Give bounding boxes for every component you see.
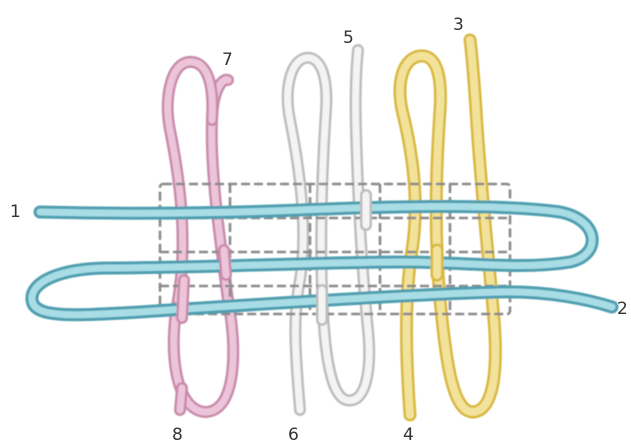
cord-label-5: 5 — [343, 28, 354, 48]
white-cord — [288, 50, 369, 410]
cord-label-6: 6 — [288, 425, 299, 445]
pink-cord — [168, 62, 233, 412]
cord-label-3: 3 — [453, 15, 464, 35]
cord-label-4: 4 — [403, 425, 414, 445]
cord-label-1: 1 — [10, 202, 21, 222]
cord-label-2: 2 — [617, 299, 628, 319]
yellow-cord — [400, 40, 495, 415]
cord-label-7: 7 — [222, 50, 233, 70]
cord-label-8: 8 — [172, 425, 183, 445]
